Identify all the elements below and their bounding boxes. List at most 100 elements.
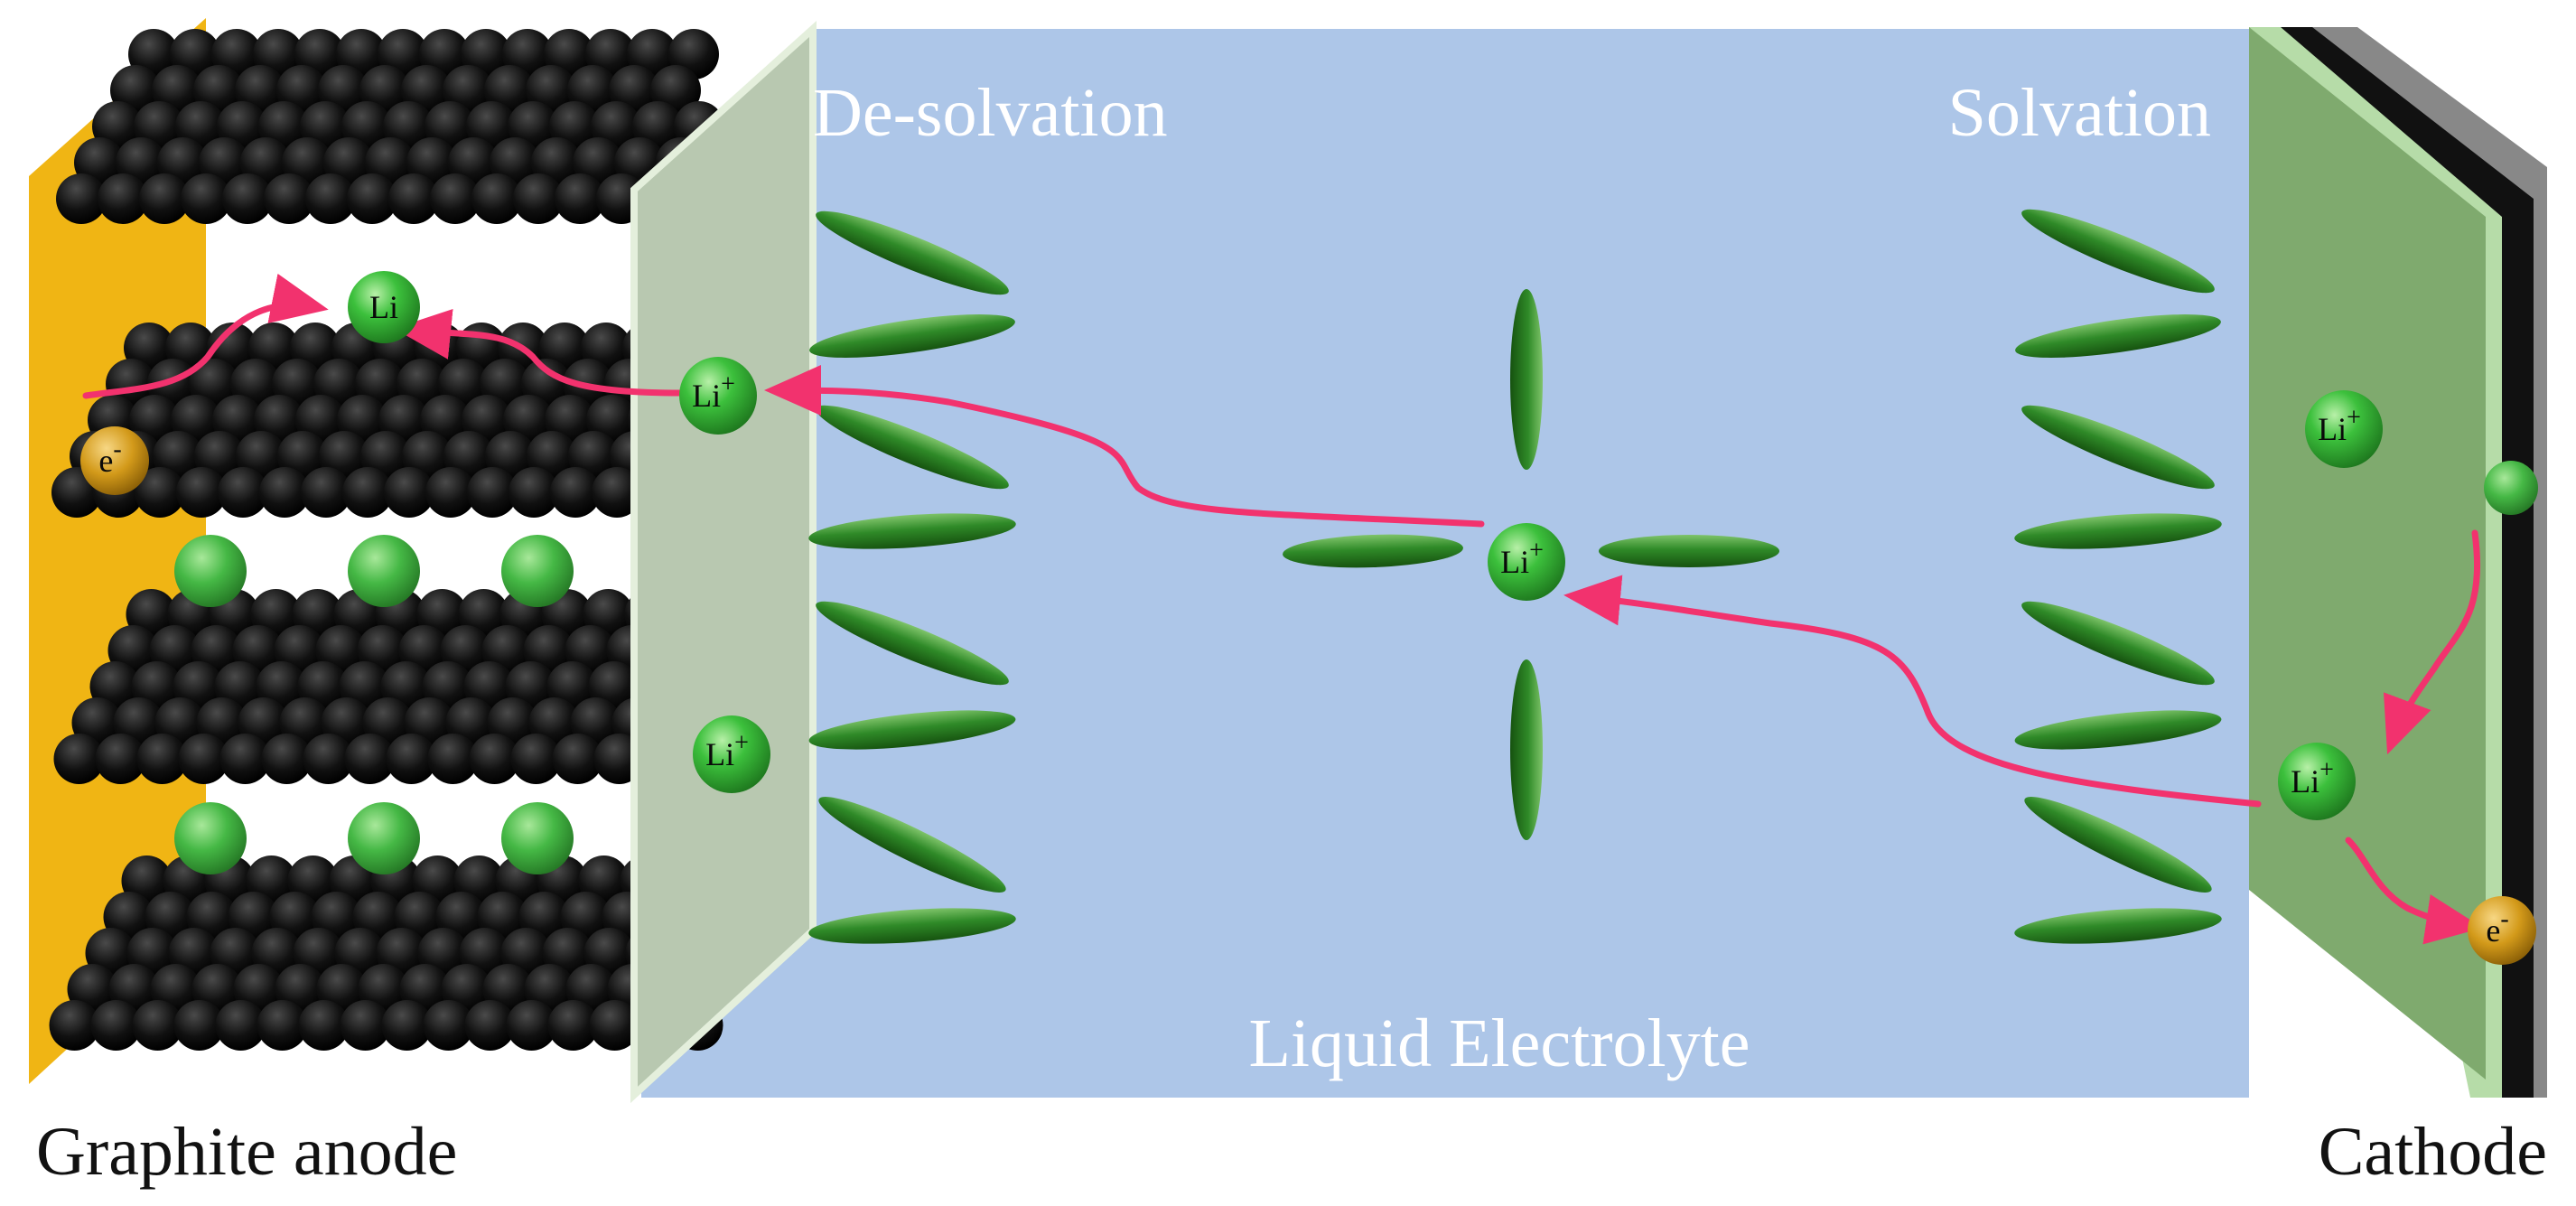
graphite-carbon-atom: [552, 734, 603, 784]
graphite-carbon-atom: [430, 173, 481, 224]
electron-release-arrow: [2345, 837, 2483, 945]
sei-to-li-atom-arrow: [394, 309, 686, 397]
intercalated-li-sphere: [174, 802, 247, 874]
li-ion-charge: +: [2319, 756, 2334, 784]
cathode-label: Cathode: [2319, 1114, 2547, 1190]
solvent-molecule-icon: [1510, 659, 1543, 840]
graphite-carbon-atom: [381, 1000, 433, 1051]
electron-charge: -: [2500, 905, 2508, 933]
graphite-carbon-atom: [342, 467, 393, 518]
graphite-carbon-atom: [423, 1000, 474, 1051]
graphite-carbon-atom: [301, 467, 351, 518]
solvent-molecule-icon: [808, 908, 1016, 944]
graphite-carbon-atom: [347, 173, 397, 224]
graphite-carbon-atom: [176, 467, 227, 518]
svg-text:Li+: Li+: [2318, 404, 2361, 447]
graphite-carbon-atom: [592, 467, 642, 518]
solvent-molecule-icon: [2021, 601, 2215, 686]
graphite-carbon-atom: [305, 173, 356, 224]
solvent-molecule-icon: [816, 405, 1009, 490]
solvent-molecule-icon: [2014, 710, 2222, 750]
graphite-carbon-atom: [471, 173, 522, 224]
graphite-carbon-atom: [425, 467, 476, 518]
solvent-molecule-icon: [1283, 534, 1463, 568]
intercalated-li-sphere: [348, 535, 420, 607]
graphite-carbon-atom: [386, 734, 437, 784]
electron-symbol: e: [2486, 912, 2500, 949]
solvent-molecules: [808, 209, 2222, 944]
solvation-label: Solvation: [1948, 75, 2211, 151]
solvent-molecule-icon: [809, 314, 1015, 358]
graphite-carbon-atom: [427, 734, 479, 784]
graphite-carbon-atom: [513, 173, 564, 224]
graphite-carbon-atom: [555, 173, 605, 224]
li-ion-charge: +: [734, 729, 749, 757]
electrolyte-label: Liquid Electrolyte: [1248, 1005, 1750, 1081]
graphite-carbon-atom: [98, 173, 148, 224]
electron-cathode: e-: [2468, 896, 2536, 965]
solvent-molecule-icon: [808, 513, 1016, 549]
graphite-carbon-atom: [181, 173, 231, 224]
li-ion-symbol: Li: [1500, 544, 1529, 580]
electron-to-anode-arrow: [82, 273, 329, 399]
svg-text:Li+: Li+: [1500, 537, 1544, 580]
electron-anode: e-: [80, 426, 149, 495]
cathode-release-arrow: [2383, 529, 2481, 755]
desolvation-arrow: [764, 365, 1485, 528]
graphite-carbon-atom: [344, 734, 396, 784]
graphite-carbon-atom: [139, 173, 190, 224]
solvent-molecule-icon: [808, 710, 1016, 750]
graphite-carbon-atom: [509, 467, 559, 518]
graphite-carbon-atom: [303, 734, 354, 784]
li-atom-label: Li: [369, 289, 398, 325]
graphite-carbon-atom: [178, 734, 229, 784]
graphite-carbon-atom: [56, 173, 107, 224]
graphite-carbon-atom: [264, 173, 314, 224]
graphite-carbon-atom: [135, 467, 185, 518]
graphite-carbon-atom: [388, 173, 439, 224]
ion-transport-arrows: [82, 273, 2483, 945]
li-ion-symbol: Li: [692, 378, 721, 414]
intercalated-li-sphere: [501, 535, 574, 607]
graphite-carbon-atom: [132, 1000, 183, 1051]
li-ion-sei-bottom: Li+: [693, 715, 770, 793]
graphite-carbon-atom: [467, 467, 518, 518]
graphite-carbon-atom: [506, 1000, 557, 1051]
graphite-carbon-atom: [261, 734, 313, 784]
li-ion-charge: +: [1529, 537, 1544, 565]
solvent-molecule-icon: [2021, 405, 2215, 490]
graphite-carbon-atom: [95, 734, 146, 784]
li-ion-solvated-center: Li+: [1488, 523, 1565, 601]
desolvation-label: De-solvation: [813, 75, 1168, 151]
li-ion-symbol: Li: [2318, 411, 2347, 447]
graphite-carbon-atom: [384, 467, 434, 518]
graphite-carbon-atom: [469, 734, 520, 784]
anode-sei-layer: [630, 21, 817, 1104]
li-sphere-cathode-collector: [2484, 461, 2538, 515]
solvent-molecule-icon: [2015, 314, 2221, 358]
svg-text:Li+: Li+: [692, 370, 735, 414]
li-ion-charge: +: [2347, 404, 2361, 432]
electrolyte-region: [641, 29, 2249, 1098]
intercalated-li-sphere: [501, 802, 574, 874]
solvent-molecule-icon: [816, 601, 1009, 686]
graphite-carbon-atom: [218, 467, 268, 518]
li-ion-symbol: Li: [705, 736, 734, 772]
li-atom-anode: Li: [348, 271, 420, 343]
solvent-molecule-icon: [818, 797, 1006, 893]
graphite-carbon-atom: [136, 734, 188, 784]
svg-text:e-: e-: [98, 435, 121, 479]
graphite-carbon-atom: [257, 1000, 308, 1051]
graphite-carbon-atom: [219, 734, 271, 784]
graphite-carbon-atom: [550, 467, 601, 518]
graphite-carbon-atom: [173, 1000, 225, 1051]
electron-symbol: e: [98, 443, 113, 479]
solvent-molecule-icon: [2014, 908, 2222, 944]
graphite-carbon-atom: [340, 1000, 391, 1051]
solvent-molecule-icon: [1510, 289, 1543, 470]
graphite-carbon-atom: [215, 1000, 266, 1051]
li-ion-charge: +: [721, 370, 735, 398]
solvent-molecule-icon: [1599, 535, 1779, 567]
solvent-molecule-icon: [2014, 513, 2222, 549]
